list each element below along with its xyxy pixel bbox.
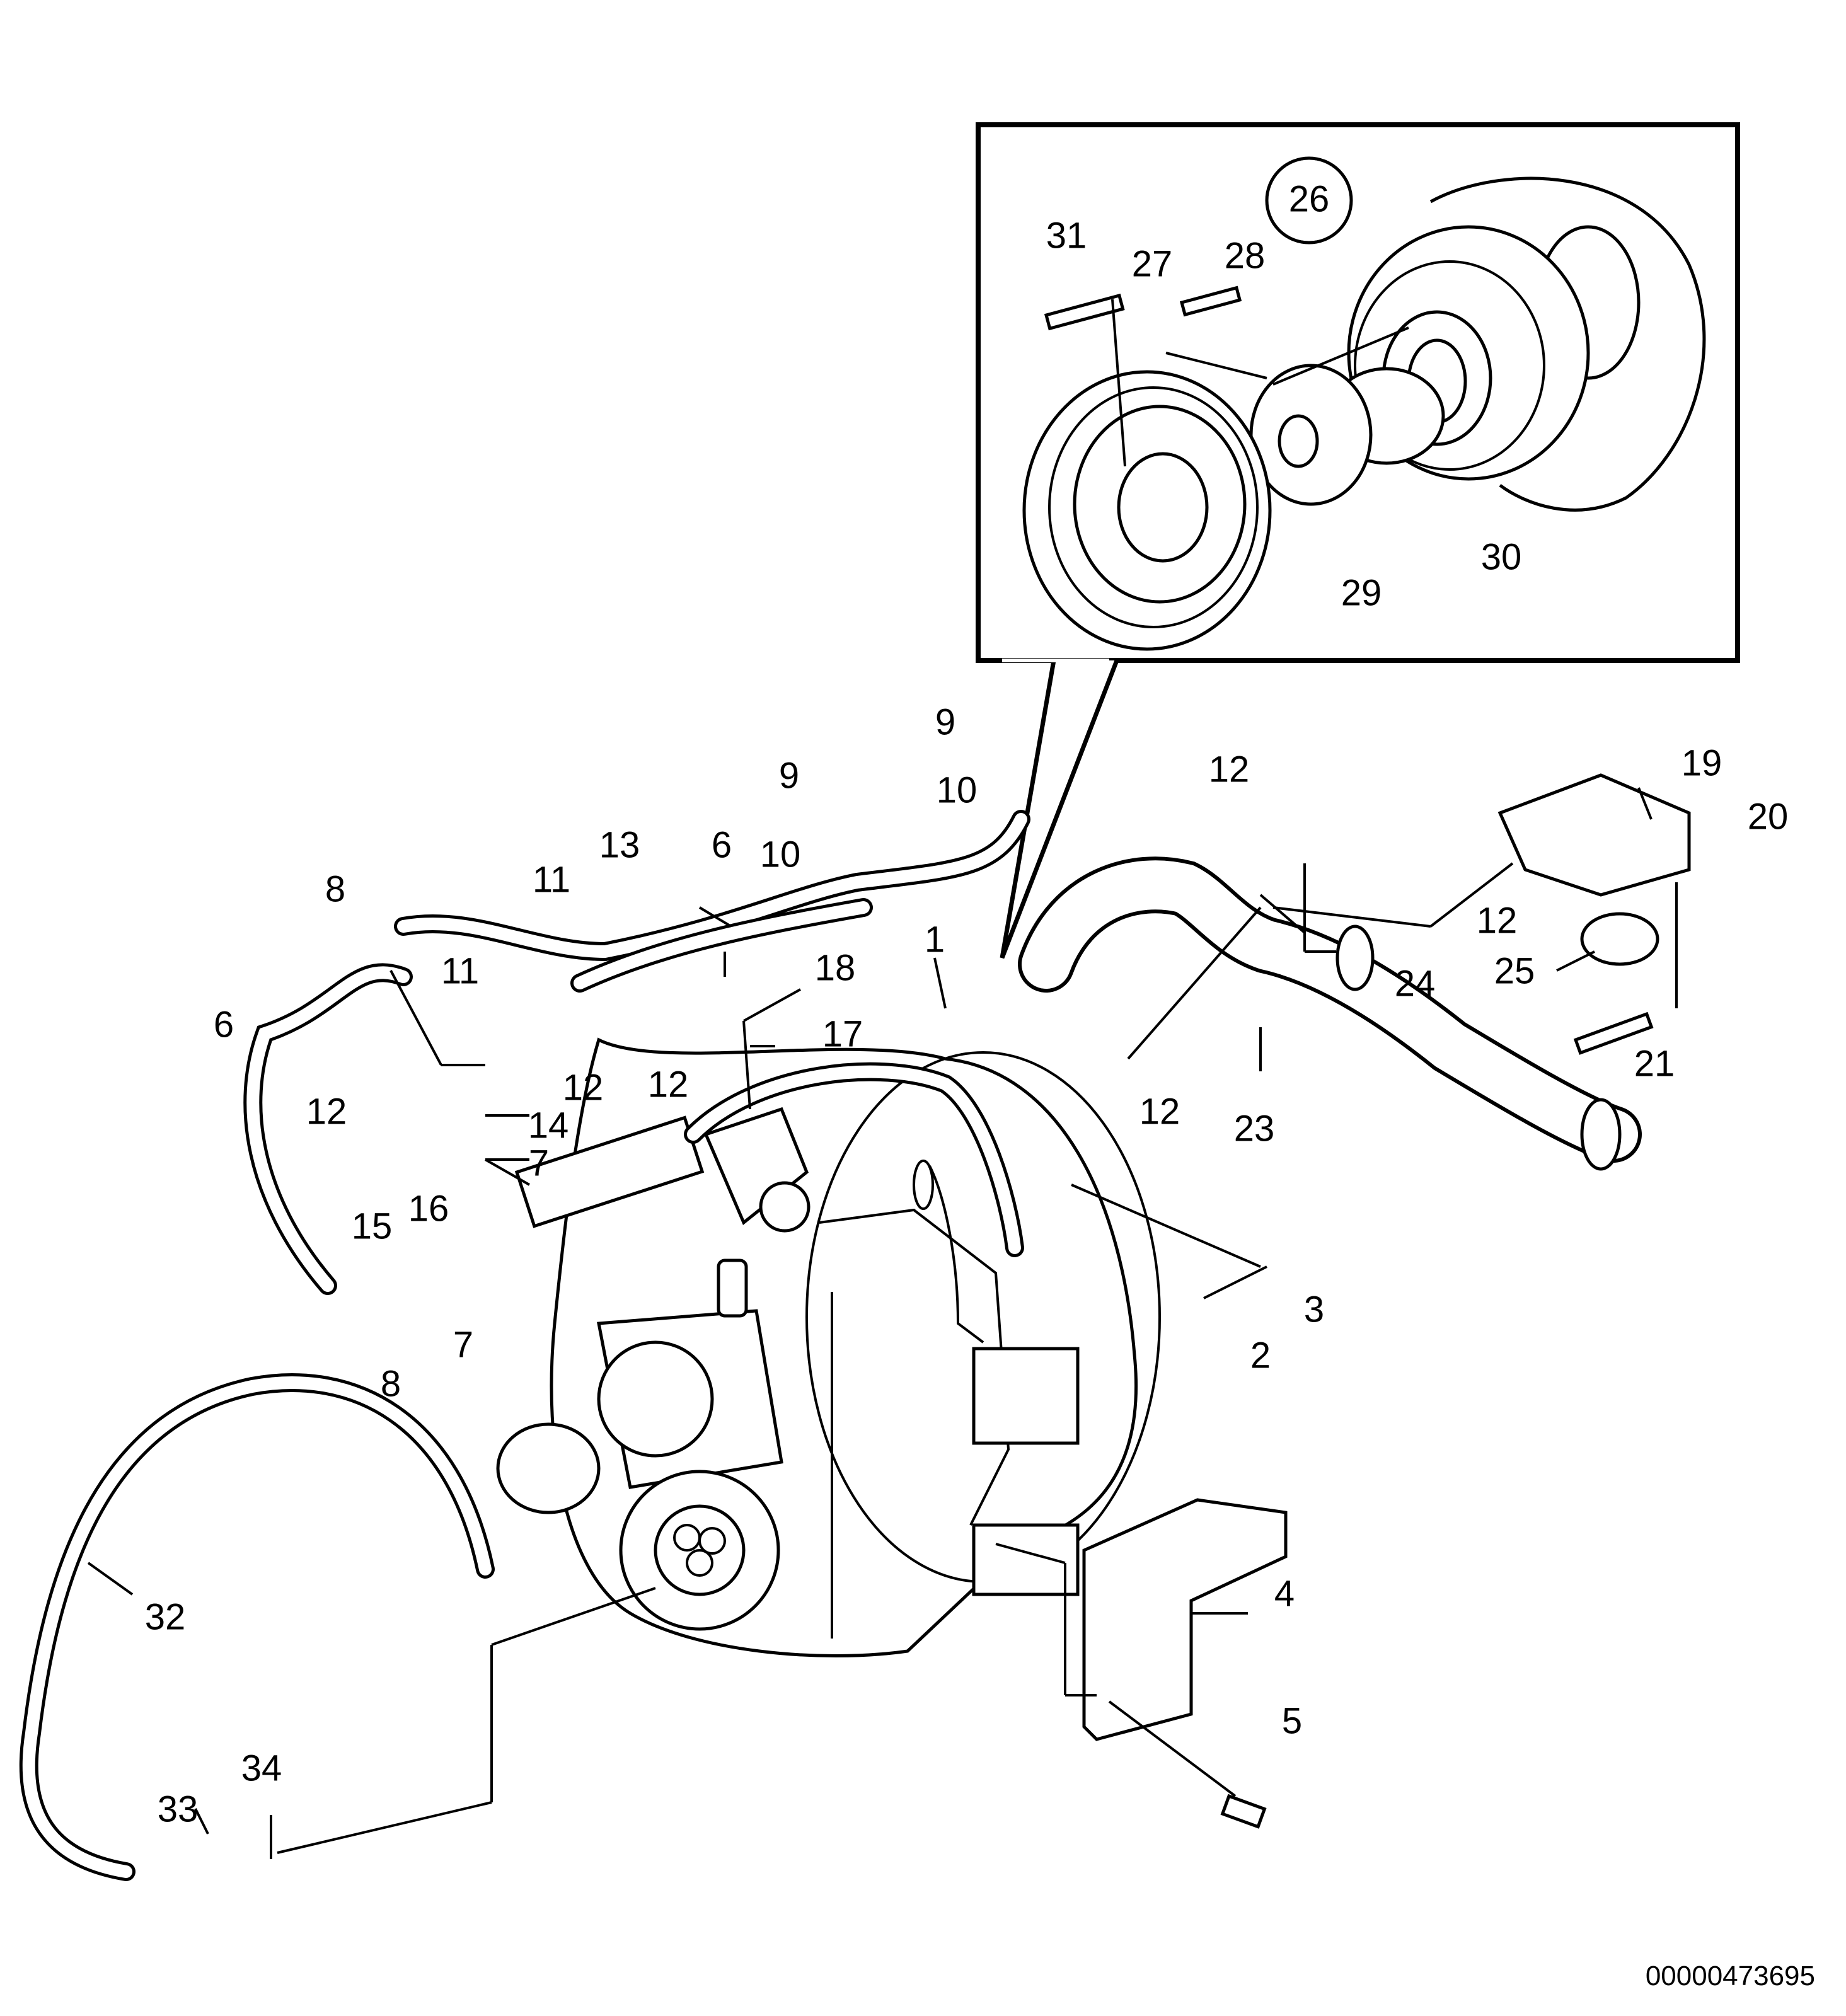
- callout-18: 18: [815, 947, 856, 988]
- hose-assembly-6: [243, 810, 1030, 1295]
- callout-30: 30: [1481, 536, 1522, 577]
- callout-12-exhaust-top: 12: [1209, 749, 1250, 790]
- callout-2: 2: [1250, 1335, 1271, 1376]
- detail-inset: [976, 122, 1740, 959]
- callout-8-upper: 8: [325, 868, 345, 909]
- elastic-coupling: [1022, 370, 1272, 651]
- callout-17: 17: [822, 1013, 863, 1054]
- callout-16: 16: [408, 1188, 449, 1229]
- callout-23: 23: [1234, 1108, 1275, 1149]
- callout-11-lower: 11: [441, 950, 479, 991]
- callout-14: 14: [528, 1105, 569, 1146]
- callout-5: 5: [1282, 1700, 1302, 1741]
- callout-1: 1: [925, 919, 945, 960]
- leader-lines: [87, 787, 1678, 1859]
- callout-32: 32: [145, 1596, 186, 1637]
- callout-9-left: 9: [779, 755, 799, 796]
- callout-34: 34: [241, 1748, 282, 1788]
- callout-7-lower: 7: [453, 1324, 473, 1365]
- callout-12-exhaust-low: 12: [1139, 1091, 1180, 1132]
- mounting-bracket-4: [1082, 1498, 1288, 1829]
- callout-10-right: 10: [937, 769, 978, 810]
- callout-26: 26: [1289, 178, 1330, 219]
- transmission-body: [496, 1037, 1161, 1657]
- callout-12-mid: 12: [563, 1067, 604, 1108]
- callout-3: 3: [1304, 1289, 1324, 1330]
- document-number: 00000473695: [1646, 1961, 1815, 1991]
- callout-19: 19: [1682, 742, 1722, 783]
- hose-32: [19, 1373, 495, 1881]
- callout-31: 31: [1046, 215, 1087, 256]
- callout-12-right: 12: [648, 1064, 689, 1105]
- coupling-hub: [1249, 364, 1445, 506]
- callout-11-upper: 11: [533, 859, 570, 900]
- callout-12-exhaust-clamp: 12: [1477, 900, 1518, 941]
- bolt-31: [1044, 293, 1126, 467]
- callout-29: 29: [1341, 572, 1382, 613]
- callout-6-top: 6: [712, 824, 732, 865]
- callout-7-upper: 7: [529, 1143, 549, 1184]
- callout-labels: 1 2 3 4 5 6 6 7 7 8 8 9 9 10 10 11 11 12…: [145, 178, 1789, 1829]
- item-26-circle: [1265, 156, 1353, 245]
- hose-right-loop: [684, 1062, 1024, 1257]
- callout-15: 15: [352, 1206, 393, 1247]
- callout-6-left: 6: [214, 1004, 234, 1045]
- bolt-28: [1179, 285, 1242, 317]
- callout-4: 4: [1274, 1573, 1295, 1614]
- callout-27: 27: [1132, 243, 1173, 284]
- callout-21: 21: [1634, 1043, 1675, 1084]
- callout-33: 33: [158, 1788, 199, 1829]
- callout-24: 24: [1395, 963, 1436, 1004]
- callout-9-right: 9: [935, 701, 955, 742]
- callout-12-left: 12: [306, 1091, 347, 1132]
- callout-25: 25: [1494, 950, 1535, 991]
- callout-28: 28: [1225, 235, 1266, 276]
- callout-8-lower: 8: [381, 1363, 401, 1404]
- callout-13: 13: [599, 824, 640, 865]
- callout-10-left: 10: [760, 834, 801, 875]
- callout-20: 20: [1748, 796, 1789, 837]
- exhaust-pipe: [1018, 773, 1691, 1171]
